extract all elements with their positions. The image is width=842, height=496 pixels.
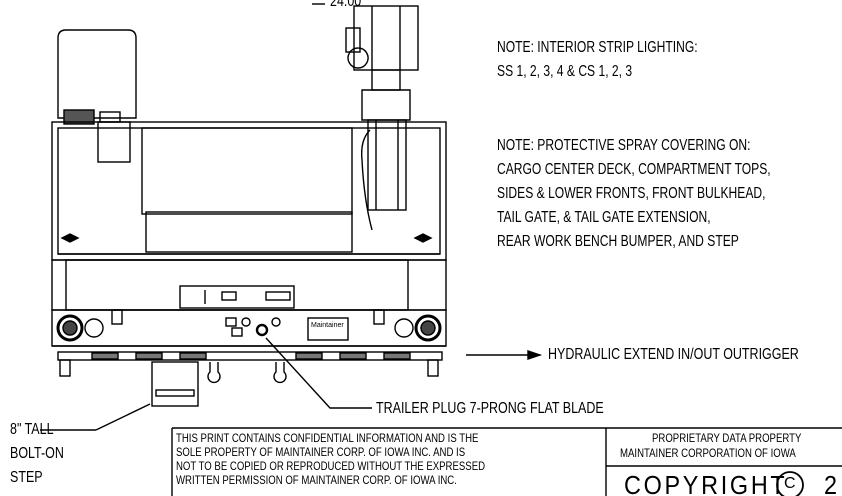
bolt-on-step xyxy=(151,361,199,407)
proprietary-owner: MAINTAINER CORPORATION OF IOWA xyxy=(620,446,796,460)
confidential-line: NOT TO BE COPIED OR REPRODUCED WITHOUT T… xyxy=(176,459,486,473)
confidential-line: THIS PRINT CONTAINS CONFIDENTIAL INFORMA… xyxy=(176,431,479,445)
leader-lines xyxy=(40,337,543,431)
crane-boom xyxy=(345,5,419,231)
step-callout-line: BOLT-ON xyxy=(10,445,64,462)
outrigger-callout: HYDRAULIC EXTEND IN/OUT OUTRIGGER xyxy=(548,346,799,363)
confidential-line: SOLE PROPERTY OF MAINTAINER CORP. OF IOW… xyxy=(176,445,466,459)
left-door-panel xyxy=(57,29,137,125)
spray-note-line: SIDES & LOWER FRONTS, FRONT BULKHEAD, xyxy=(497,185,766,202)
lighting-note-title: NOTE: INTERIOR STRIP LIGHTING: xyxy=(497,39,698,56)
lighting-note-detail: SS 1, 2, 3, 4 & CS 1, 2, 3 xyxy=(497,63,633,80)
copyright-symbol: C xyxy=(784,475,796,492)
confidential-line: WRITTEN PERMISSION OF MAINTAINER CORP. O… xyxy=(176,473,457,487)
spray-note-line: REAR WORK BENCH BUMPER, AND STEP xyxy=(497,233,739,250)
title-block-frame xyxy=(171,427,842,496)
maintainer-emblem: Maintainer xyxy=(311,322,344,329)
trailer-plug-callout: TRAILER PLUG 7-PRONG FLAT BLADE xyxy=(376,400,604,417)
rear-bumper-panel xyxy=(51,285,447,377)
copyright-word: COPYRIGHT xyxy=(624,470,788,496)
truck-body xyxy=(51,121,447,311)
step-callout-line: STEP xyxy=(10,469,43,486)
spray-note-line: CARGO CENTER DECK, COMPARTMENT TOPS, xyxy=(497,161,771,178)
step-callout-line: 8" TALL xyxy=(10,421,54,438)
spray-note-line: TAIL GATE, & TAIL GATE EXTENSION, xyxy=(497,209,711,226)
safety-chain-hooks xyxy=(207,362,287,384)
spray-note-line: NOTE: PROTECTIVE SPRAY COVERING ON: xyxy=(497,137,751,154)
copyright-tail: 2 xyxy=(824,470,840,496)
top-dimension: 24.00" xyxy=(330,0,366,10)
proprietary-title: PROPRIETARY DATA PROPERTY xyxy=(652,431,802,445)
